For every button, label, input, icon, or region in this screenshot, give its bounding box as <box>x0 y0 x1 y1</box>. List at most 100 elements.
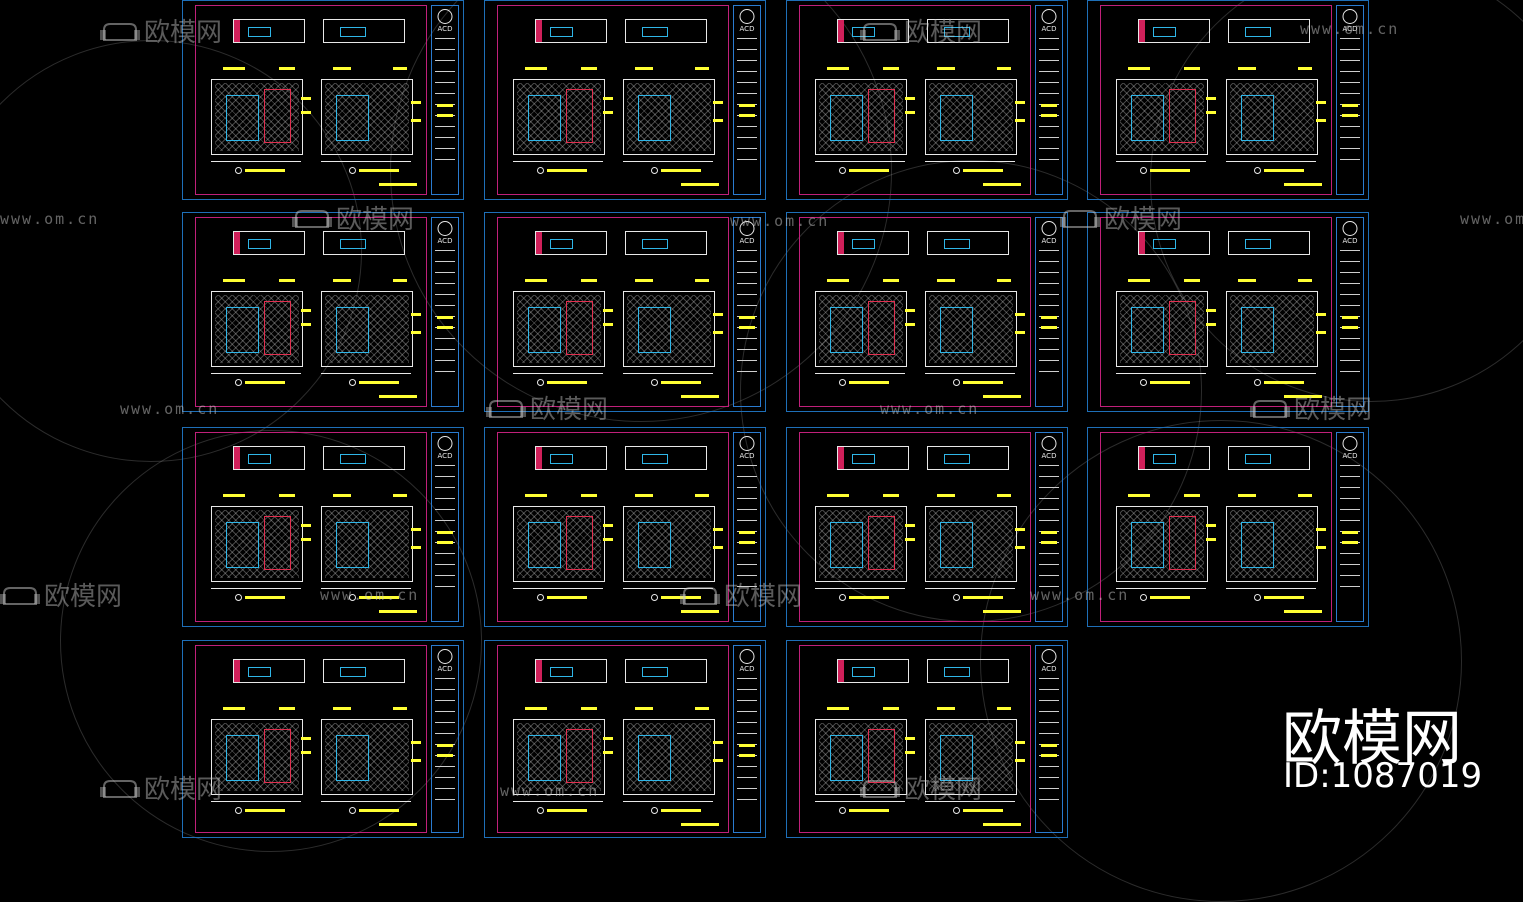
title-block-line <box>1039 777 1059 778</box>
wall-section <box>1139 447 1145 469</box>
watermark-brand: 欧模网 <box>144 775 223 805</box>
elevation-view <box>623 506 715 582</box>
title-block-line <box>737 520 757 521</box>
annotation-tag <box>1206 111 1216 114</box>
view-marker <box>235 379 242 386</box>
sheet-frame <box>195 432 427 622</box>
annotation-tag <box>827 707 849 710</box>
plan-detail <box>323 446 405 470</box>
door-frame <box>527 94 561 142</box>
title-block-highlight <box>437 114 453 117</box>
title-block-line <box>435 678 455 679</box>
title-block-highlight <box>1342 541 1358 544</box>
annotation-tag <box>635 67 653 70</box>
title-block-highlight <box>739 744 755 747</box>
title-block-line <box>737 250 757 251</box>
annotation-tag <box>883 67 899 70</box>
title-block-line <box>737 137 757 138</box>
plan-detail <box>1228 446 1310 470</box>
annotation-tag <box>411 119 421 122</box>
title-block-line <box>1039 338 1059 339</box>
view-marker <box>651 594 658 601</box>
wall-finish-hatch <box>215 83 299 151</box>
fixture-outline <box>1153 26 1176 38</box>
cabinet-outline <box>1169 515 1197 570</box>
watermark-url: www.om.cn <box>880 400 980 418</box>
elevation-view <box>1226 506 1318 582</box>
drawing-sheet: ACD <box>786 0 1068 200</box>
plan-detail <box>927 446 1009 470</box>
annotation-tag <box>1206 538 1216 541</box>
annotation-tag <box>603 737 613 740</box>
sheet-title-tag <box>983 183 1021 186</box>
annotation-tag <box>713 119 723 122</box>
view-title-tag <box>245 169 285 172</box>
annotation-tag <box>301 111 311 114</box>
fixture-outline <box>1153 238 1176 250</box>
title-block-highlight <box>739 114 755 117</box>
sheet-title-tag <box>379 395 417 398</box>
firm-logo-icon <box>1041 9 1057 24</box>
title-block-line <box>1340 137 1360 138</box>
annotation-tag <box>581 494 597 497</box>
fixture-outline <box>1245 238 1271 250</box>
view-marker <box>1140 594 1147 601</box>
annotation-tag <box>1184 494 1200 497</box>
wall-finish-hatch <box>819 295 903 363</box>
window-frame <box>939 521 973 569</box>
fixture-outline <box>852 238 875 250</box>
title-block-line <box>1340 148 1360 149</box>
firm-logo-text: ACD <box>1041 237 1057 245</box>
title-block-line <box>1039 678 1059 679</box>
annotation-tag <box>1298 494 1312 497</box>
view-marker <box>839 167 846 174</box>
view-marker <box>349 167 356 174</box>
firm-logo-icon <box>739 9 755 24</box>
view-marker <box>839 379 846 386</box>
view-marker <box>839 594 846 601</box>
dimension-line <box>815 161 905 162</box>
wall-finish-hatch <box>517 723 601 791</box>
annotation-tag <box>411 313 421 316</box>
title-block-line <box>435 788 455 789</box>
annotation-tag <box>525 707 547 710</box>
fixture-outline <box>642 26 668 38</box>
title-block-line <box>737 766 757 767</box>
wall-finish-hatch <box>627 723 711 791</box>
title-block-line <box>1039 82 1059 83</box>
cabinet-outline <box>264 728 292 783</box>
title-block-line <box>435 349 455 350</box>
sheet-frame <box>195 217 427 407</box>
firm-logo-icon <box>1342 221 1358 236</box>
title-block-line <box>435 689 455 690</box>
view-title-tag <box>963 381 1003 384</box>
wall-section <box>536 232 542 254</box>
dimension-line <box>1116 588 1206 589</box>
title-block-highlight <box>437 744 453 747</box>
firm-logo-icon <box>437 436 453 451</box>
watermark-sofa-icon <box>860 779 900 801</box>
wall-section <box>234 20 240 42</box>
title-block-highlight <box>1041 114 1057 117</box>
elevation-view <box>1116 79 1208 155</box>
dimension-line <box>513 161 603 162</box>
elevation-view <box>1226 291 1318 367</box>
annotation-tag <box>695 707 709 710</box>
door-frame <box>1130 306 1164 354</box>
annotation-tag <box>333 707 351 710</box>
title-block-line <box>1039 509 1059 510</box>
window-frame <box>939 306 973 354</box>
wall-finish-hatch <box>325 295 409 363</box>
fixture-outline <box>550 453 573 465</box>
fixture-outline <box>944 238 970 250</box>
title-block-line <box>435 49 455 50</box>
wall-section <box>838 232 844 254</box>
annotation-tag <box>525 279 547 282</box>
dimension-line <box>321 588 411 589</box>
watermark-sofa-icon <box>860 22 900 44</box>
annotation-tag <box>1316 313 1326 316</box>
wall-section <box>234 447 240 469</box>
wall-finish-hatch <box>215 510 299 578</box>
sheet-title-tag <box>1284 183 1322 186</box>
title-block-line <box>737 722 757 723</box>
